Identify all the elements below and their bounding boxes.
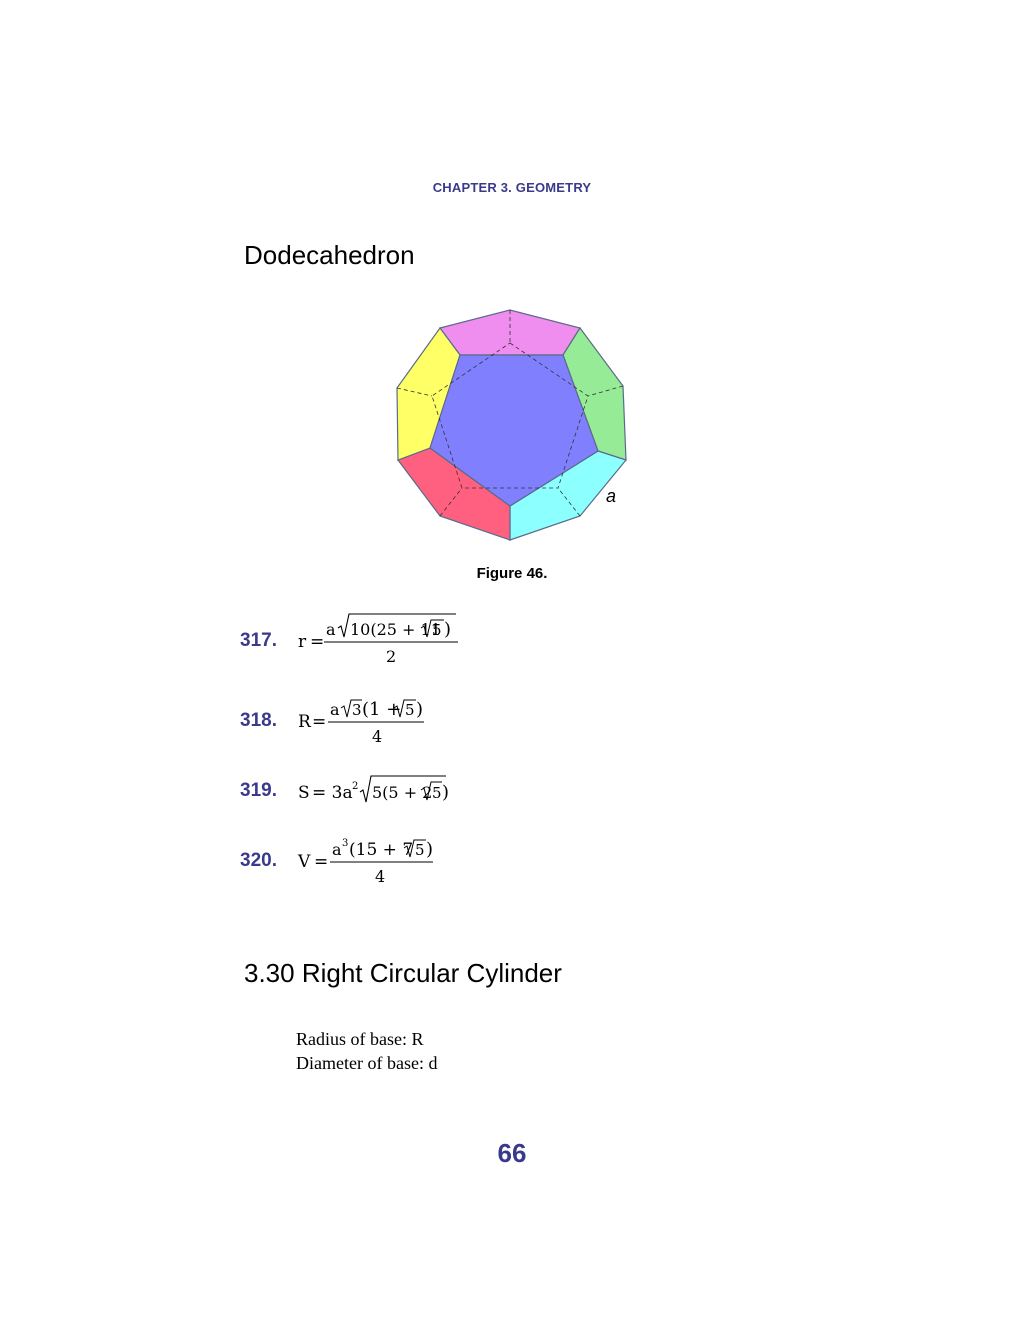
svg-text:=: =	[310, 632, 324, 652]
svg-text:5: 5	[405, 701, 415, 719]
svg-text:): )	[416, 699, 423, 720]
svg-text:3: 3	[352, 701, 362, 719]
svg-text:): )	[444, 619, 451, 640]
formula-319: 319. S = 3a 2 5(5 + 2 5 )	[240, 772, 640, 842]
svg-text:S: S	[298, 783, 310, 803]
definition-radius: Radius of base: R	[296, 1029, 424, 1049]
svg-text:(15 + 7: (15 + 7	[349, 840, 413, 860]
svg-text:= 3a: = 3a	[312, 783, 353, 803]
formula-317: 317. r = a 10(25 + 11 5 ) 2	[240, 610, 640, 680]
svg-text:r: r	[298, 632, 307, 652]
section-title-cylinder: 3.30 Right Circular Cylinder	[244, 958, 562, 988]
formula-expression: V = a 3 (15 + 7 5 ) 4	[296, 830, 496, 897]
page-number: 66	[497, 1138, 527, 1168]
formula-320: 320. V = a 3 (15 + 7 5 ) 4	[240, 830, 640, 900]
svg-text:R: R	[298, 712, 312, 732]
svg-text:V: V	[297, 852, 311, 872]
svg-text:a: a	[330, 700, 340, 719]
definitions-list: Radius of base: R Diameter of base: d	[296, 1027, 437, 1075]
svg-text:): )	[442, 782, 449, 803]
svg-text:2: 2	[386, 647, 396, 666]
formula-number: 320.	[240, 850, 277, 871]
formula-number: 318.	[240, 710, 277, 731]
svg-text:): )	[426, 839, 433, 860]
face-left	[396, 326, 461, 461]
svg-text:3: 3	[342, 838, 348, 849]
svg-text:a: a	[326, 620, 336, 639]
figure-caption: Figure 46.	[476, 565, 548, 582]
formula-318: 318. R = a 3 (1 + 5 ) 4	[240, 690, 640, 760]
definition-diameter: Diameter of base: d	[296, 1053, 438, 1073]
edge-label-a: a	[606, 486, 616, 506]
svg-text:a: a	[332, 840, 342, 859]
svg-text:4: 4	[375, 867, 385, 886]
formula-expression: S = 3a 2 5(5 + 2 5 )	[296, 772, 516, 817]
svg-text:4: 4	[372, 727, 382, 746]
formula-number: 319.	[240, 780, 277, 801]
svg-text:5: 5	[432, 784, 442, 802]
svg-text:=: =	[312, 712, 326, 732]
formula-number: 317.	[240, 630, 277, 651]
face-center	[429, 354, 599, 507]
svg-text:5: 5	[415, 841, 425, 859]
svg-text:10(25 + 11: 10(25 + 11	[350, 620, 441, 639]
section-title-dodecahedron: Dodecahedron	[244, 240, 415, 270]
svg-text:5(5 + 2: 5(5 + 2	[372, 783, 432, 802]
hidden-edges	[396, 310, 624, 517]
svg-text:=: =	[314, 852, 328, 872]
formula-expression: r = a 10(25 + 11 5 ) 2	[296, 610, 516, 677]
svg-text:2: 2	[352, 781, 358, 792]
dodecahedron-drawing: a	[396, 309, 628, 541]
svg-text:(1 +: (1 +	[362, 699, 401, 720]
svg-text:5: 5	[432, 621, 442, 639]
dodecahedron-figure: a	[380, 298, 640, 548]
formula-expression: R = a 3 (1 + 5 ) 4	[296, 690, 496, 757]
chapter-header: CHAPTER 3. GEOMETRY	[432, 180, 592, 195]
